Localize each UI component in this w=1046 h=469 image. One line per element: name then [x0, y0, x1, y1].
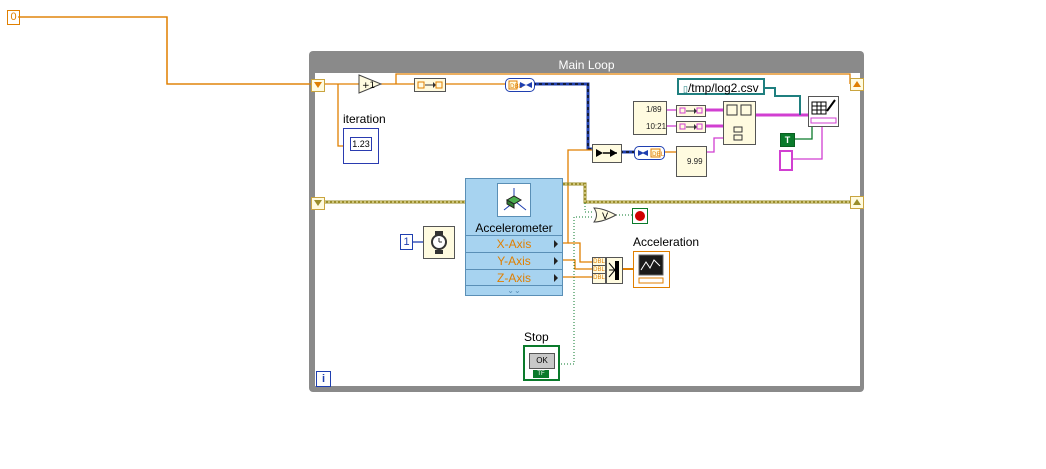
stop-button-face: OK	[529, 353, 555, 369]
stop-sign-icon	[635, 211, 645, 221]
waveform-chart-icon	[638, 254, 664, 284]
to-string-node-1[interactable]	[676, 105, 706, 117]
format-time-label: 1/89	[646, 105, 662, 114]
shift-register-left-error[interactable]	[311, 197, 325, 210]
delimiter-constant[interactable]	[779, 150, 793, 171]
merge-icon	[596, 149, 617, 157]
wait-node[interactable]	[423, 226, 455, 259]
to-string-icon-1	[679, 107, 703, 114]
accelerometer-output-y[interactable]: Y-Axis	[466, 252, 562, 269]
build-array-icon	[417, 81, 443, 89]
accelerometer-title: Accelerometer	[475, 221, 553, 235]
merge-signals-chart-node[interactable]	[606, 257, 623, 284]
acceleration-chart-indicator[interactable]	[633, 251, 670, 288]
write-spreadsheet-node[interactable]	[808, 96, 839, 127]
loop-stop-terminal[interactable]	[632, 208, 648, 224]
write-spreadsheet-icon	[810, 99, 837, 124]
accelerometer-output-x[interactable]: X-Axis	[466, 235, 562, 252]
increment-node[interactable]: +1	[358, 74, 382, 94]
file-path-icon: ▯	[683, 84, 688, 94]
unbundle-dbl-label: DBL	[652, 151, 664, 158]
dbl-conversion-3[interactable]: DBL	[592, 273, 606, 284]
file-path-text: /tmp/log2.csv	[687, 81, 759, 95]
unbundle-icon: DBL	[638, 148, 665, 158]
file-path-constant[interactable]: ▯/tmp/log2.csv	[677, 78, 765, 95]
accelerometer-output-z[interactable]: Z-Axis	[466, 269, 562, 286]
y-axis-arrow-icon	[554, 257, 558, 265]
iteration-indicator[interactable]: 1.23	[343, 128, 379, 164]
bool-true-constant[interactable]: T	[780, 133, 795, 147]
accelerometer-icon	[503, 188, 527, 211]
accelerometer-node[interactable]: Accelerometer X-Axis Y-Axis Z-Axis ⌄⌄	[465, 178, 563, 296]
x-axis-label: X-Axis	[496, 237, 532, 251]
format-date-label: 10:21	[646, 122, 667, 131]
merge-chart-icon	[608, 261, 619, 280]
bundle-node[interactable]: DBL	[505, 78, 535, 92]
format-date-time-node[interactable]: 1/89 10:21	[633, 101, 667, 135]
stop-button-control[interactable]: OK TF	[523, 345, 560, 381]
shift-register-right-error[interactable]	[850, 196, 864, 209]
iteration-indicator-value: 1.23	[350, 137, 372, 151]
acceleration-label: Acceleration	[633, 235, 700, 249]
to-string-node-2[interactable]	[676, 121, 706, 133]
wire-initial-value[interactable]	[18, 16, 317, 85]
build-string-array-icon	[726, 104, 752, 141]
expand-chevron-icon[interactable]: ⌄⌄	[466, 285, 562, 296]
initial-value-constant[interactable]: 0	[7, 10, 20, 25]
z-axis-label: Z-Axis	[497, 271, 531, 285]
shift-register-right-top[interactable]	[850, 78, 864, 91]
iteration-terminal[interactable]: i	[316, 371, 331, 387]
watch-icon	[431, 231, 447, 254]
stop-label: Stop	[524, 330, 549, 344]
main-loop-body	[315, 73, 860, 386]
bundle-icon: DBL	[508, 80, 532, 90]
svg-text:V: V	[602, 212, 609, 222]
y-axis-label: Y-Axis	[497, 254, 531, 268]
wait-constant[interactable]: 1	[400, 234, 413, 250]
stop-button-type: TF	[533, 370, 549, 378]
format-digits-label: 9.99	[687, 157, 703, 166]
accelerometer-icon-box	[497, 183, 531, 217]
iteration-label: iteration	[343, 112, 386, 126]
shift-register-left-top[interactable]	[311, 79, 325, 92]
z-axis-arrow-icon	[554, 274, 558, 282]
to-string-icon-2	[679, 123, 703, 130]
x-axis-arrow-icon	[554, 240, 558, 248]
build-array-node[interactable]	[414, 78, 446, 92]
format-number-node[interactable]: 9.99	[676, 146, 707, 177]
unbundle-node[interactable]: DBL	[634, 146, 665, 160]
or-node[interactable]: V	[593, 207, 617, 223]
build-string-array-node[interactable]	[723, 101, 756, 145]
bundle-dbl-label: DBL	[510, 83, 523, 90]
increment-label: +1	[362, 81, 375, 91]
merge-signals-node[interactable]	[592, 144, 622, 163]
main-loop-title: Main Loop	[558, 58, 615, 72]
